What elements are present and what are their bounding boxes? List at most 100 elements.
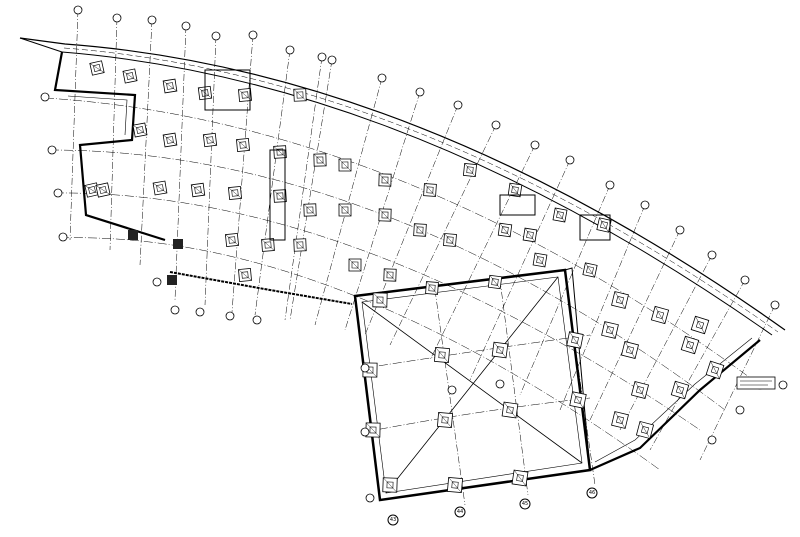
footing: [705, 360, 725, 380]
footing-diagonal: [414, 223, 426, 237]
column: [194, 186, 202, 194]
footing: [635, 420, 655, 440]
footing: [497, 222, 513, 238]
column: [675, 385, 685, 395]
column: [506, 406, 514, 414]
strip-footing: [204, 69, 251, 111]
grid-line: [469, 159, 571, 381]
footing: [434, 347, 450, 363]
axis-bubble: [181, 21, 191, 31]
footing-diagonal: [695, 316, 705, 334]
axis-bubble: [170, 305, 180, 315]
footing: [501, 401, 519, 419]
hatched-pier: [167, 275, 177, 285]
footing: [680, 335, 700, 355]
footing-diagonal: [379, 208, 391, 222]
column: [93, 64, 101, 72]
column: [496, 346, 504, 354]
footing-diagonal: [238, 269, 252, 281]
footing-diagonal: [163, 80, 177, 92]
hatched-pier: [173, 239, 183, 249]
column: [426, 186, 434, 194]
footing-diagonal: [424, 183, 436, 197]
grid-arc: [44, 97, 761, 386]
footing: [487, 274, 503, 290]
grid-line: [649, 279, 746, 451]
grid-line: [589, 229, 681, 421]
axis-bubble: [740, 275, 750, 285]
column: [556, 211, 564, 219]
footing-diagonal: [373, 292, 387, 308]
footing-diagonal: [84, 185, 100, 195]
footing-diagonal: [225, 234, 239, 246]
footing: [630, 380, 650, 400]
axis-bubble: [225, 311, 235, 321]
footing-diagonal: [654, 306, 666, 324]
column: [571, 336, 579, 344]
column: [156, 184, 164, 192]
grid-line: [69, 9, 79, 241]
grid-line: [429, 144, 536, 361]
column: [526, 231, 534, 239]
footing: [446, 476, 464, 494]
grid-line: [519, 184, 611, 396]
hatched-pier: [128, 230, 138, 240]
axis-bubble: [565, 155, 575, 165]
axis-bubble: [454, 506, 466, 518]
footing: [582, 262, 598, 278]
column: [376, 296, 384, 304]
axis-bubble: [248, 30, 258, 40]
axis-bubble: [770, 300, 780, 310]
axis-label: 45: [522, 501, 528, 507]
column: [386, 271, 394, 279]
axis-bubble: [707, 435, 717, 445]
column: [296, 91, 304, 99]
footing: [670, 380, 690, 400]
column: [276, 148, 284, 156]
footing: [224, 232, 240, 248]
column: [381, 176, 389, 184]
axis-bubble: [327, 55, 337, 65]
footing: [122, 68, 138, 84]
column: [640, 425, 650, 435]
top-curved-wall-outer: [19, 37, 786, 331]
grid-arc: [54, 192, 701, 431]
left-wall-inner: [67, 95, 128, 136]
column: [241, 91, 249, 99]
axis-bubble: [377, 73, 387, 83]
footing: [423, 183, 437, 197]
footing-diagonal: [313, 154, 327, 166]
axis-bubble: [252, 315, 262, 325]
footing: [552, 207, 568, 223]
footing-diagonal: [572, 391, 584, 409]
footing-diagonal: [293, 89, 307, 101]
footing: [425, 281, 439, 295]
grid-line: [499, 279, 529, 496]
footing: [152, 180, 168, 196]
axis-bubble: [491, 120, 501, 130]
axis-bubble: [152, 277, 162, 287]
footing: [236, 138, 250, 152]
axis-bubble: [360, 363, 370, 373]
grid-line: [204, 35, 217, 306]
footing-diagonal: [379, 173, 391, 187]
top-curved-wall-dash: [63, 47, 779, 333]
footing-diagonal: [569, 331, 581, 349]
footing-diagonal: [293, 239, 307, 251]
footing: [491, 341, 509, 359]
footing-diagonal: [513, 469, 527, 487]
footing-diagonal: [435, 347, 449, 363]
axis-bubble: [53, 188, 63, 198]
column: [239, 141, 247, 149]
footing-diagonal: [228, 187, 242, 199]
column: [88, 186, 96, 194]
column: [231, 189, 239, 197]
axis-bubble: [112, 13, 122, 23]
footing: [238, 88, 252, 102]
footing-diagonal: [448, 477, 462, 493]
footing-diagonal: [639, 421, 651, 439]
footing-diagonal: [499, 223, 511, 237]
footing-diagonal: [444, 233, 456, 247]
axis-bubble: [778, 380, 788, 390]
strip-footing: [269, 149, 286, 241]
